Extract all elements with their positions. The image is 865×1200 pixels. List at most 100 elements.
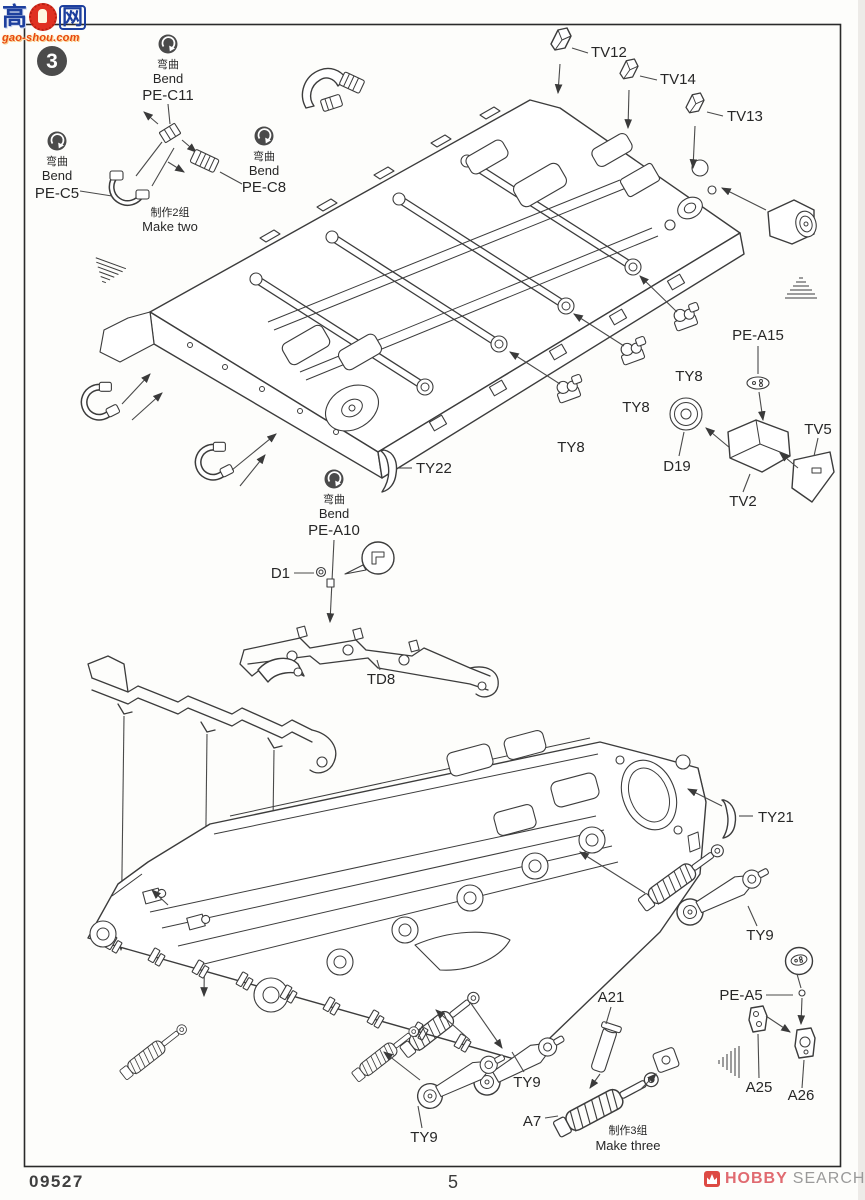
label-tv14: TV14 (660, 71, 696, 88)
label-pe-a10: PE-A10 (308, 522, 360, 539)
tv2-part (727, 419, 791, 473)
label-pe-c8: PE-C8 (242, 179, 286, 196)
make-three-cn: 制作3组 (608, 1123, 647, 1137)
bend-note-cn: 弯曲 (323, 492, 345, 506)
a26-part (794, 1027, 816, 1059)
label-ty9: TY9 (746, 927, 774, 944)
label-ty22: TY22 (416, 460, 452, 477)
fender-rail-part (87, 655, 337, 774)
kit-number: 09527 (29, 1172, 84, 1191)
tv12-part (550, 27, 572, 51)
bend-note-en: Bend (153, 71, 183, 86)
final-drive-part (767, 199, 817, 245)
bend-icon (46, 130, 68, 152)
bend-note-en: Bend (42, 168, 72, 183)
label-tv2: TV2 (729, 493, 757, 510)
tv14-part (619, 58, 639, 80)
ty8-part (552, 373, 588, 404)
tow-hook-part (80, 379, 121, 423)
bend-note-en: Bend (249, 163, 279, 178)
pe-cable-clamp-assembly (301, 67, 365, 112)
lower-hull (87, 741, 707, 1063)
pe-c8-part (189, 149, 220, 173)
shading-mark (88, 257, 127, 288)
upper-hull-top-face (149, 99, 741, 453)
make-two-cn: 制作2组 (150, 205, 189, 219)
pe-a10-group (239, 539, 499, 698)
axle-boss-row (253, 826, 606, 1013)
gao-shou-watermark: 高 网 gao-shou.com (2, 2, 87, 44)
scan-edge (858, 0, 865, 1200)
tow-shackle (675, 754, 691, 770)
label-a7: A7 (523, 1113, 541, 1130)
hobby-search-logo-search: SEARCH (792, 1170, 865, 1187)
td8-part (239, 625, 499, 698)
label-pe-a5: PE-A5 (719, 987, 762, 1004)
label-a26: A26 (788, 1087, 815, 1104)
hobby-search-logo-hobby: HOBBY (725, 1170, 788, 1187)
d19-part (669, 397, 703, 431)
bend-icon (253, 125, 275, 147)
bend-note-cn: 弯曲 (157, 57, 179, 71)
watermark-cn-left: 高 (2, 2, 28, 31)
label-tv13: TV13 (727, 108, 763, 125)
label-tv12: TV12 (591, 44, 627, 61)
pe-c5-part (108, 170, 150, 206)
hobby-search-flame-icon (704, 1171, 720, 1187)
lower-assembly-diagram (87, 655, 816, 1140)
step-number: 3 (46, 50, 58, 73)
ty8-part (669, 301, 705, 332)
shock-absorber-part (118, 1020, 191, 1082)
ty8-part (616, 335, 652, 366)
pe-a5-callout-balloon (784, 946, 814, 997)
hobby-search-logo: HOBBY SEARCH (704, 1170, 865, 1188)
page-number: 5 (448, 1172, 459, 1192)
label-d19: D19 (663, 458, 691, 475)
label-ty8: TY8 (557, 439, 585, 456)
tv5-part (791, 451, 835, 503)
upper-assembly-diagram (80, 27, 835, 503)
label-pe-c11: PE-C11 (142, 87, 193, 104)
label-tv5: TV5 (804, 421, 832, 438)
label-ty9: TY9 (513, 1074, 541, 1091)
label-ty21: TY21 (758, 809, 794, 826)
label-a25: A25 (746, 1079, 773, 1096)
pe-c11-part (159, 122, 181, 144)
shock-mount-bracket (652, 1047, 680, 1073)
ty21-part (721, 799, 737, 839)
label-pe-c5: PE-C5 (35, 185, 79, 202)
a25-part (748, 1005, 768, 1033)
label-ty9: TY9 (410, 1129, 438, 1146)
bend-icon (157, 33, 179, 55)
label-pe-a15: PE-A15 (732, 327, 784, 344)
torsion-beam (249, 272, 434, 396)
torsion-beam (325, 230, 508, 353)
make-two-en: Make two (142, 219, 198, 234)
bend-note-cn: 弯曲 (46, 154, 68, 168)
shading-mark (718, 1045, 740, 1079)
step-number-badge: 3 (37, 46, 67, 76)
make-three-en: Make three (595, 1138, 660, 1153)
transmission-cover (325, 384, 379, 432)
bend-icon (323, 468, 345, 490)
bend-note-en: Bend (319, 506, 349, 521)
pe-a10-part (326, 578, 335, 588)
watermark-url: gao-shou.com (2, 32, 80, 44)
label-ty8: TY8 (675, 368, 703, 385)
bend-callout-balloon (344, 541, 395, 575)
d1-part (315, 566, 327, 578)
watermark-gear-icon (29, 3, 58, 31)
torsion-beam (392, 192, 575, 315)
a21-part (591, 1021, 622, 1073)
label-td8: TD8 (367, 671, 395, 688)
pe-a15-part (746, 376, 770, 390)
ty22-part (380, 449, 398, 493)
tow-hook-part (194, 439, 235, 483)
fan-ring (620, 759, 678, 831)
watermark-cn-right: 网 (59, 4, 87, 30)
label-ty8: TY8 (622, 399, 650, 416)
label-d1: D1 (271, 565, 290, 582)
tv13-part (685, 92, 705, 114)
pe-a5-part (798, 989, 806, 997)
